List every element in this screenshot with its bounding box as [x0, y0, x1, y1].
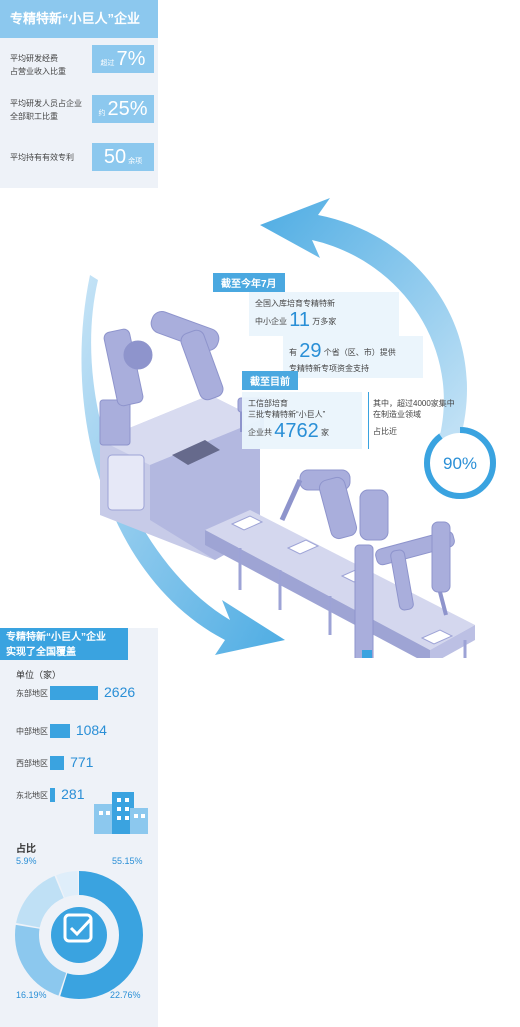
panel-title: 专精特新“小巨人”企业	[0, 0, 158, 38]
donut-label: 16.19%	[16, 990, 47, 1000]
region-value: 2626	[104, 684, 136, 700]
stats-panel: 专精特新“小巨人”企业 平均研发经费 占营业收入比重 超过 7% 平均研发人员占…	[0, 0, 158, 188]
region-bar	[50, 788, 56, 802]
info-number: 29	[299, 340, 322, 362]
stat-label-line: 占营业收入比重	[10, 67, 66, 76]
info-line: 专精特新专项资金支持	[289, 364, 369, 373]
stat-label: 平均持有有效专利	[10, 153, 74, 162]
ratio-ring	[424, 427, 496, 499]
info-number: 4762	[274, 420, 319, 442]
robot-arm-right	[354, 521, 455, 658]
checkbox-icon	[63, 913, 93, 943]
info-text: 中小企业	[255, 317, 287, 326]
stat-label-line: 全部职工比重	[10, 112, 58, 121]
coverage-title: 专精特新“小巨人”企业 实现了全国覆盖	[0, 628, 128, 660]
stat-label: 平均研发经费 占营业收入比重	[10, 52, 90, 78]
info-card: 有 29 个省（区、市）提供 专精特新专项资金支持	[283, 336, 423, 378]
region-label: 中部地区	[16, 727, 48, 736]
region-label: 西部地区	[16, 759, 48, 768]
stat-prefix: 约	[98, 110, 106, 117]
info-line: 有 29 个省（区、市）提供	[289, 340, 417, 363]
info-card: 全国入库培育专精特新 中小企业 11 万多家	[249, 292, 399, 336]
donut-label: 55.15%	[112, 856, 143, 866]
info-line: 占比近	[373, 427, 397, 436]
info-number: 11	[289, 309, 310, 331]
stat-value: 50	[103, 146, 127, 168]
stat-label: 平均研发人员占企业 全部职工比重	[10, 97, 90, 123]
region-value: 281	[61, 786, 85, 802]
stat-value-box: 50 余项	[92, 143, 154, 171]
info-tag: 截至目前	[242, 371, 298, 390]
ratio-value: 90%	[442, 454, 478, 473]
info-text: 企业共	[248, 428, 272, 437]
info-line: 企业共 4762 家	[248, 420, 356, 443]
info-text: 家	[320, 428, 329, 437]
share-title: 占比	[16, 844, 36, 855]
info-current: 截至目前 工信部培育 三批专精特新“小巨人” 企业共 4762 家 其中，超过4…	[242, 371, 472, 449]
region-value: 1084	[75, 722, 107, 738]
stat-prefix: 超过	[100, 60, 115, 67]
info-card: 工信部培育 三批专精特新“小巨人” 企业共 4762 家	[242, 392, 362, 449]
donut-slice	[15, 871, 143, 999]
robot-arm-left	[99, 311, 269, 446]
info-line: 三批专精特新“小巨人”	[248, 410, 326, 419]
info-tag: 截至今年7月	[213, 273, 285, 292]
machine-body	[100, 395, 260, 560]
coverage-title-line: 实现了全国覆盖	[6, 647, 76, 658]
stat-label-line: 平均研发人员占企业	[10, 99, 82, 108]
info-line: 其中，超过4000家集中	[373, 399, 455, 408]
factory-illustration	[81, 198, 496, 658]
info-line: 在制造业领域	[373, 410, 421, 419]
region-label: 东部地区	[16, 689, 48, 698]
info-text: 万多家	[312, 317, 337, 326]
stat-value: 7%	[116, 48, 146, 70]
region-value: 771	[70, 754, 94, 770]
info-current-body: 工信部培育 三批专精特新“小巨人” 企业共 4762 家 其中，超过4000家集…	[242, 392, 472, 449]
robot-arm-middle	[279, 469, 389, 541]
stat-label-line: 平均研发经费	[10, 54, 58, 63]
donut-slice	[15, 871, 143, 999]
info-july: 截至今年7月 全国入库培育专精特新 中小企业 11 万多家 有 29 个省（区、…	[213, 273, 453, 378]
unit-label: 单位（家）	[16, 670, 62, 680]
coverage-title-line: 专精特新“小巨人”企业	[6, 632, 106, 643]
stat-value-box: 超过 7%	[92, 45, 154, 73]
coverage-panel: 专精特新“小巨人”企业 实现了全国覆盖 单位（家） 东部地区 2626 中部地区 10…	[0, 628, 158, 1027]
stat-value-box: 约 25%	[92, 95, 154, 123]
region-label: 东北地区	[16, 791, 48, 800]
info-line: 工信部培育	[248, 399, 288, 408]
conveyor	[205, 510, 475, 658]
donut-label: 5.9%	[16, 856, 37, 866]
info-text: 个省（区、市）提供	[323, 348, 396, 357]
info-line: 中小企业 11 万多家	[255, 309, 393, 332]
building-icon	[94, 792, 148, 834]
region-bar	[50, 686, 98, 700]
stat-suffix: 余项	[128, 158, 143, 165]
region-bar	[50, 756, 65, 770]
region-bar	[50, 724, 70, 738]
cycle-arrow-top	[260, 198, 467, 440]
info-side: 其中，超过4000家集中 在制造业领域 占比近	[368, 392, 455, 449]
info-text: 有	[289, 348, 297, 357]
donut-label: 22.76%	[110, 990, 141, 1000]
stat-value: 25%	[107, 98, 148, 120]
info-line: 全国入库培育专精特新	[255, 299, 335, 308]
